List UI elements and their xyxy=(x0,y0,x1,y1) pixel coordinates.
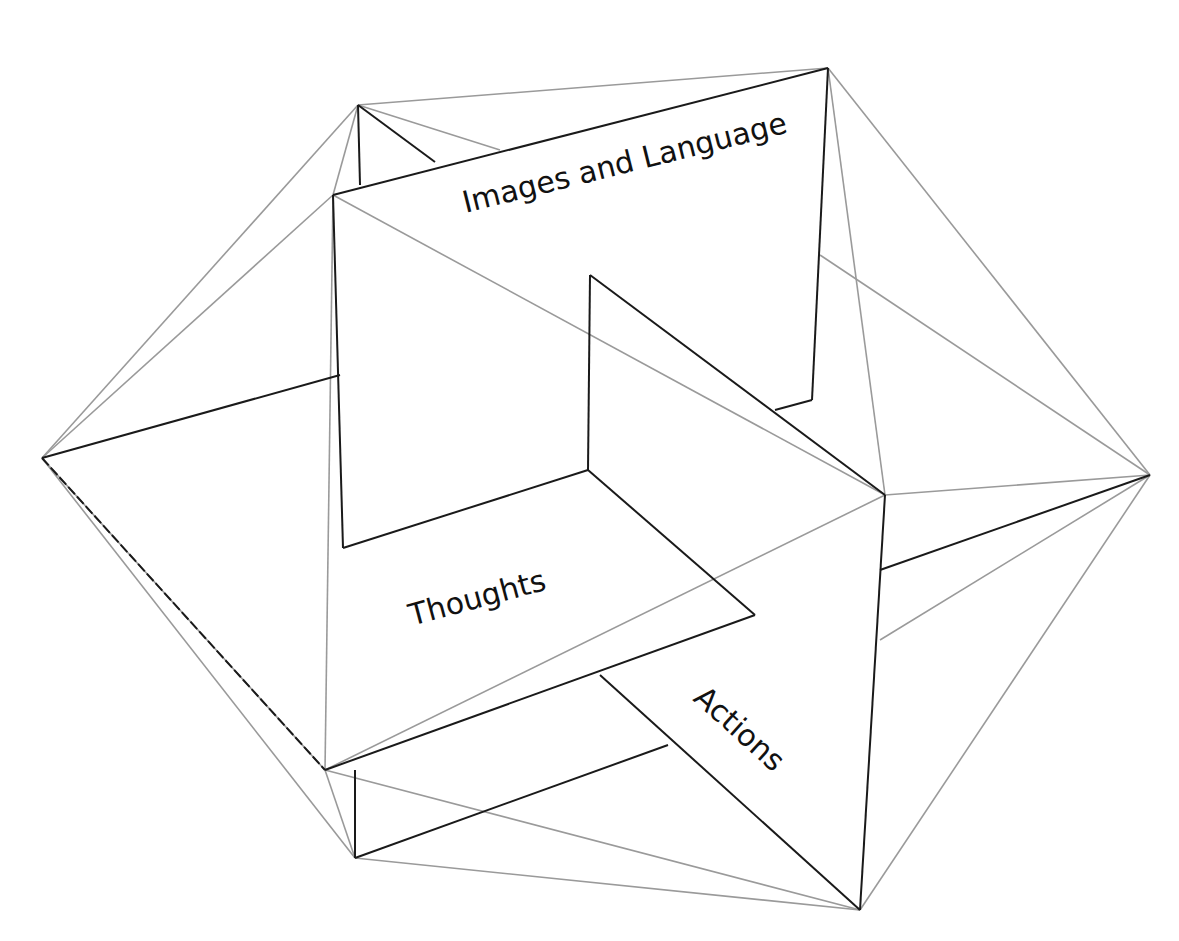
plane-label: Images and Language xyxy=(456,105,793,219)
plane-label: Actions xyxy=(686,677,794,779)
plane-label: Thoughts xyxy=(402,562,552,632)
